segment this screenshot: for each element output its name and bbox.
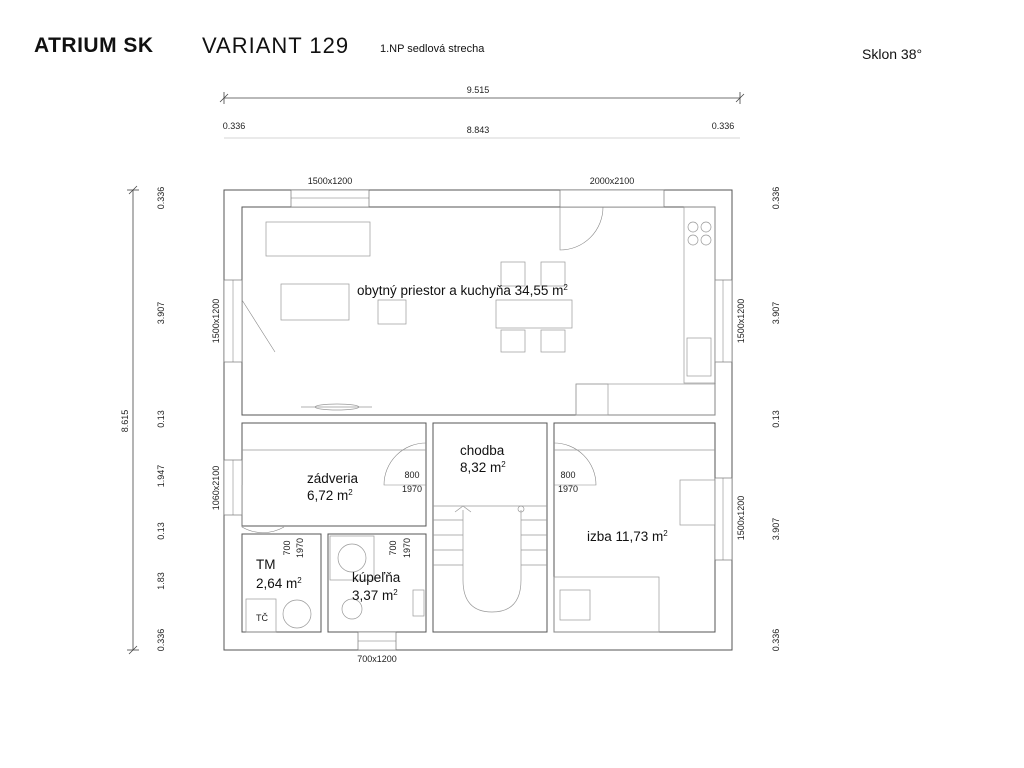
door-entry-top-label: 2000x2100	[590, 176, 635, 186]
dim-top-overall: 9.515	[467, 85, 490, 95]
dim-top-wall-right: 0.336	[712, 121, 735, 131]
door-bath-width: 700	[388, 540, 398, 555]
window-left-living-label: 1500x1200	[211, 299, 221, 344]
windows	[223, 189, 733, 651]
dim-left-seg-5: 0.13	[156, 522, 166, 540]
dim-right-seg-2: 3.907	[771, 302, 781, 325]
right-dimension-chain: 0.336 3.907 0.13 3.907 0.336	[771, 187, 781, 652]
room-bath-name: kúpeľňa	[352, 570, 401, 585]
dim-right-seg-1: 0.336	[771, 187, 781, 210]
roof-slope-label: Sklon 38°	[862, 46, 923, 62]
plan-subtitle: 1.NP sedlová strecha	[380, 43, 485, 55]
door-vestibule-width: 800	[404, 470, 419, 480]
door-bath-height: 1970	[402, 538, 412, 558]
dim-left-seg-6: 1.83	[156, 572, 166, 590]
variant-title: VARIANT 129	[202, 33, 350, 58]
left-dimension-chain: 8.615 0.336 3.907 0.13 1.947 0.13 1.83 0…	[120, 185, 166, 655]
dim-left-seg-1: 0.336	[156, 187, 166, 210]
room-tm-name: TM	[256, 557, 276, 572]
bathroom-fixtures	[245, 535, 425, 633]
door-room-height: 1970	[558, 484, 578, 494]
room-corridor-name: chodba	[460, 443, 505, 458]
door-tm-height: 1970	[295, 538, 305, 558]
room-vestibule-name: zádveria	[307, 471, 359, 486]
dim-right-seg-4: 3.907	[771, 518, 781, 541]
dim-left-seg-4: 1.947	[156, 465, 166, 488]
dim-left-overall: 8.615	[120, 410, 130, 433]
living-furniture	[265, 206, 716, 416]
dim-top-inner: 8.843	[467, 125, 490, 135]
door-swings	[241, 206, 604, 533]
vestibule-and-stairs	[242, 449, 715, 613]
dim-right-seg-3: 0.13	[771, 410, 781, 428]
door-tm-width: 700	[282, 540, 292, 555]
dim-right-seg-5: 0.336	[771, 629, 781, 652]
window-left-vestibule-label: 1060x2100	[211, 466, 221, 511]
window-right-room-label: 1500x1200	[736, 496, 746, 541]
window-top-living-label: 1500x1200	[308, 176, 353, 186]
room-bath-area: 3,37 m2	[352, 588, 398, 603]
dim-left-seg-3: 0.13	[156, 410, 166, 428]
room-living-label: obytný priestor a kuchyňa 34,55 m2	[357, 283, 568, 298]
top-dimension-chain: 9.515 0.336 8.843 0.336	[219, 85, 745, 139]
door-room-width: 800	[560, 470, 575, 480]
heat-pump-label: TČ	[256, 613, 268, 623]
dim-top-wall-left: 0.336	[223, 121, 246, 131]
dim-left-seg-7: 0.336	[156, 629, 166, 652]
window-bottom-bath-label: 700x1200	[357, 654, 397, 664]
door-vestibule-height: 1970	[402, 484, 422, 494]
room-corridor-area: 8,32 m2	[460, 460, 506, 475]
brand-title: ATRIUM SK	[34, 34, 154, 57]
dim-left-seg-2: 3.907	[156, 302, 166, 325]
room-vestibule-area: 6,72 m2	[307, 488, 353, 503]
bedroom-furniture	[553, 479, 716, 633]
room-bedroom-label: izba 11,73 m2	[587, 529, 668, 544]
window-right-living-label: 1500x1200	[736, 299, 746, 344]
room-tm-area: 2,64 m2	[256, 576, 302, 591]
